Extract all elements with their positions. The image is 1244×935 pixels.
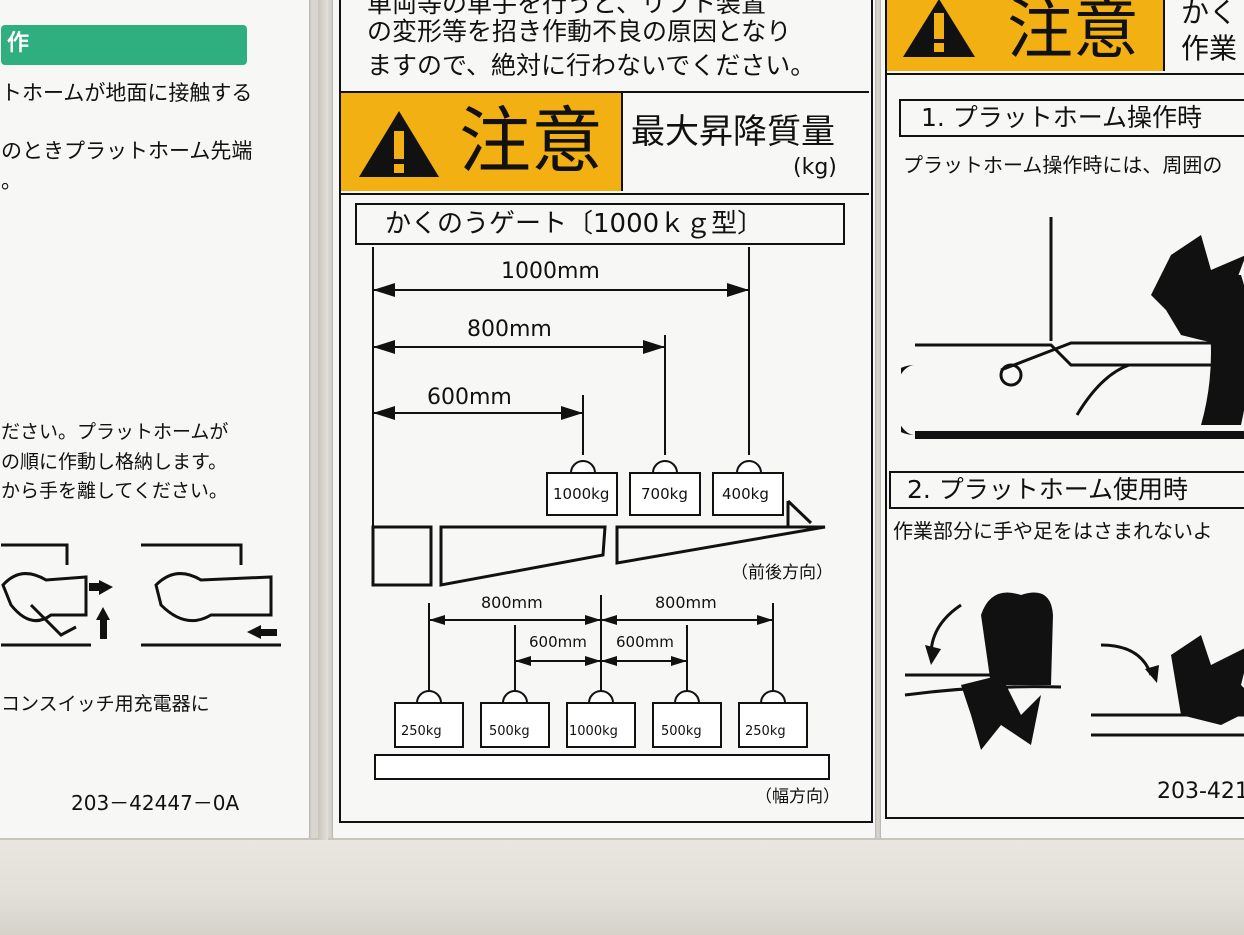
section1-title: 1. プラットホーム操作時 <box>921 103 1203 132</box>
weight-long-3: 400kg <box>722 485 769 503</box>
hand-pinch-illustration <box>904 592 1244 750</box>
center-warning-divider <box>621 93 623 191</box>
dim-long-600: 600mm <box>427 385 512 410</box>
weight-long-2: 700kg <box>641 485 688 503</box>
section2-text: 作業部分に手や足をはさまれないよ <box>893 519 1213 543</box>
dim-lat-inner-right: 600mm <box>616 633 674 651</box>
right-warning-label: 注意 かく 作業 1. プラットホーム操作時 プラットホーム操作時には、周囲の … <box>880 0 1244 842</box>
right-part-number: 203-421 <box>1157 779 1244 804</box>
lateral-load-diagram <box>374 595 830 780</box>
section2-title-box <box>889 471 1244 509</box>
section1-text: プラットホーム操作時には、周囲の <box>903 153 1223 177</box>
center-warning-label: 車両等の車手を行うと、リフト装置 の変形等を招き作動不良の原因となり ますので、… <box>332 0 876 842</box>
center-title: 最大昇降質量 <box>631 112 835 152</box>
center-top-line-1: 車両等の車手を行うと、リフト装置 <box>367 0 767 18</box>
right-warning-triangle-icon <box>903 0 975 57</box>
right-warning-badge: 注意 <box>887 0 1163 71</box>
weight-lat-5: 250kg <box>745 724 786 739</box>
right-warning-text: 注意 <box>1007 0 1139 68</box>
weight-lat-1: 250kg <box>401 724 442 739</box>
weight-lat-3: 1000kg <box>569 724 618 739</box>
warning-triangle-icon <box>359 111 439 177</box>
left-mechanism-illustration <box>1 543 281 647</box>
left-line-1: トホームが地面に接触する <box>1 81 253 105</box>
center-frame <box>339 0 873 823</box>
dim-long-1000: 1000mm <box>501 259 600 284</box>
direction-longitudinal: （前後方向） <box>731 563 833 583</box>
right-warning-divider <box>1163 0 1165 71</box>
frame-gap-shadow <box>318 0 328 840</box>
center-title-unit: (kg) <box>793 155 837 180</box>
direction-lateral: （幅方向） <box>755 787 840 807</box>
platform-operation-illustration <box>901 217 1244 439</box>
section2-title: 2. プラットホーム使用時 <box>907 475 1189 504</box>
gate-label: かくのうゲート〔1000ｋｇ型〕 <box>385 209 764 239</box>
dim-long-800: 800mm <box>467 317 552 342</box>
longitudinal-load-diagram <box>371 247 826 587</box>
gate-label-box <box>355 203 845 245</box>
right-frame <box>885 0 1244 819</box>
dim-lat-outer-left: 800mm <box>481 593 543 612</box>
left-section-header: 作 <box>1 25 247 65</box>
center-warning-band <box>339 91 869 195</box>
section1-title-box <box>899 99 1244 137</box>
left-part-number: 203－42447－0A <box>71 791 240 815</box>
right-header-side-2: 作業 <box>1181 32 1238 65</box>
left-section-header-text: 作 <box>7 31 30 56</box>
right-header-band <box>885 0 1244 75</box>
weight-lat-2: 500kg <box>489 724 530 739</box>
bottom-frame <box>0 838 1244 935</box>
center-top-line-2: の変形等を招き作動不良の原因となり <box>367 17 792 46</box>
dim-lat-outer-right: 800mm <box>655 593 717 612</box>
dim-lat-inner-left: 600mm <box>529 633 587 651</box>
center-warning-badge: 注意 <box>341 93 621 191</box>
left-line-3: 。 <box>1 169 22 193</box>
left-line-4: ださい。プラットホームが <box>1 421 229 443</box>
center-top-line-3: ますので、絶対に行わないでください。 <box>367 51 816 80</box>
left-line-2: のときプラットホーム先端 <box>1 139 253 163</box>
left-line-6: から手を離してください。 <box>1 480 228 502</box>
weight-long-1: 1000kg <box>553 485 610 503</box>
left-line-5: の順に作動し格納します。 <box>1 451 228 473</box>
right-header-side-1: かく <box>1181 0 1238 29</box>
weight-lat-4: 500kg <box>661 724 702 739</box>
left-line-7: コンスイッチ用充電器に <box>1 693 210 715</box>
left-warning-label: 作 トホームが地面に接触する のときプラットホーム先端 。 ださい。プラットホー… <box>0 0 310 842</box>
center-warning-text: 注意 <box>459 99 604 183</box>
